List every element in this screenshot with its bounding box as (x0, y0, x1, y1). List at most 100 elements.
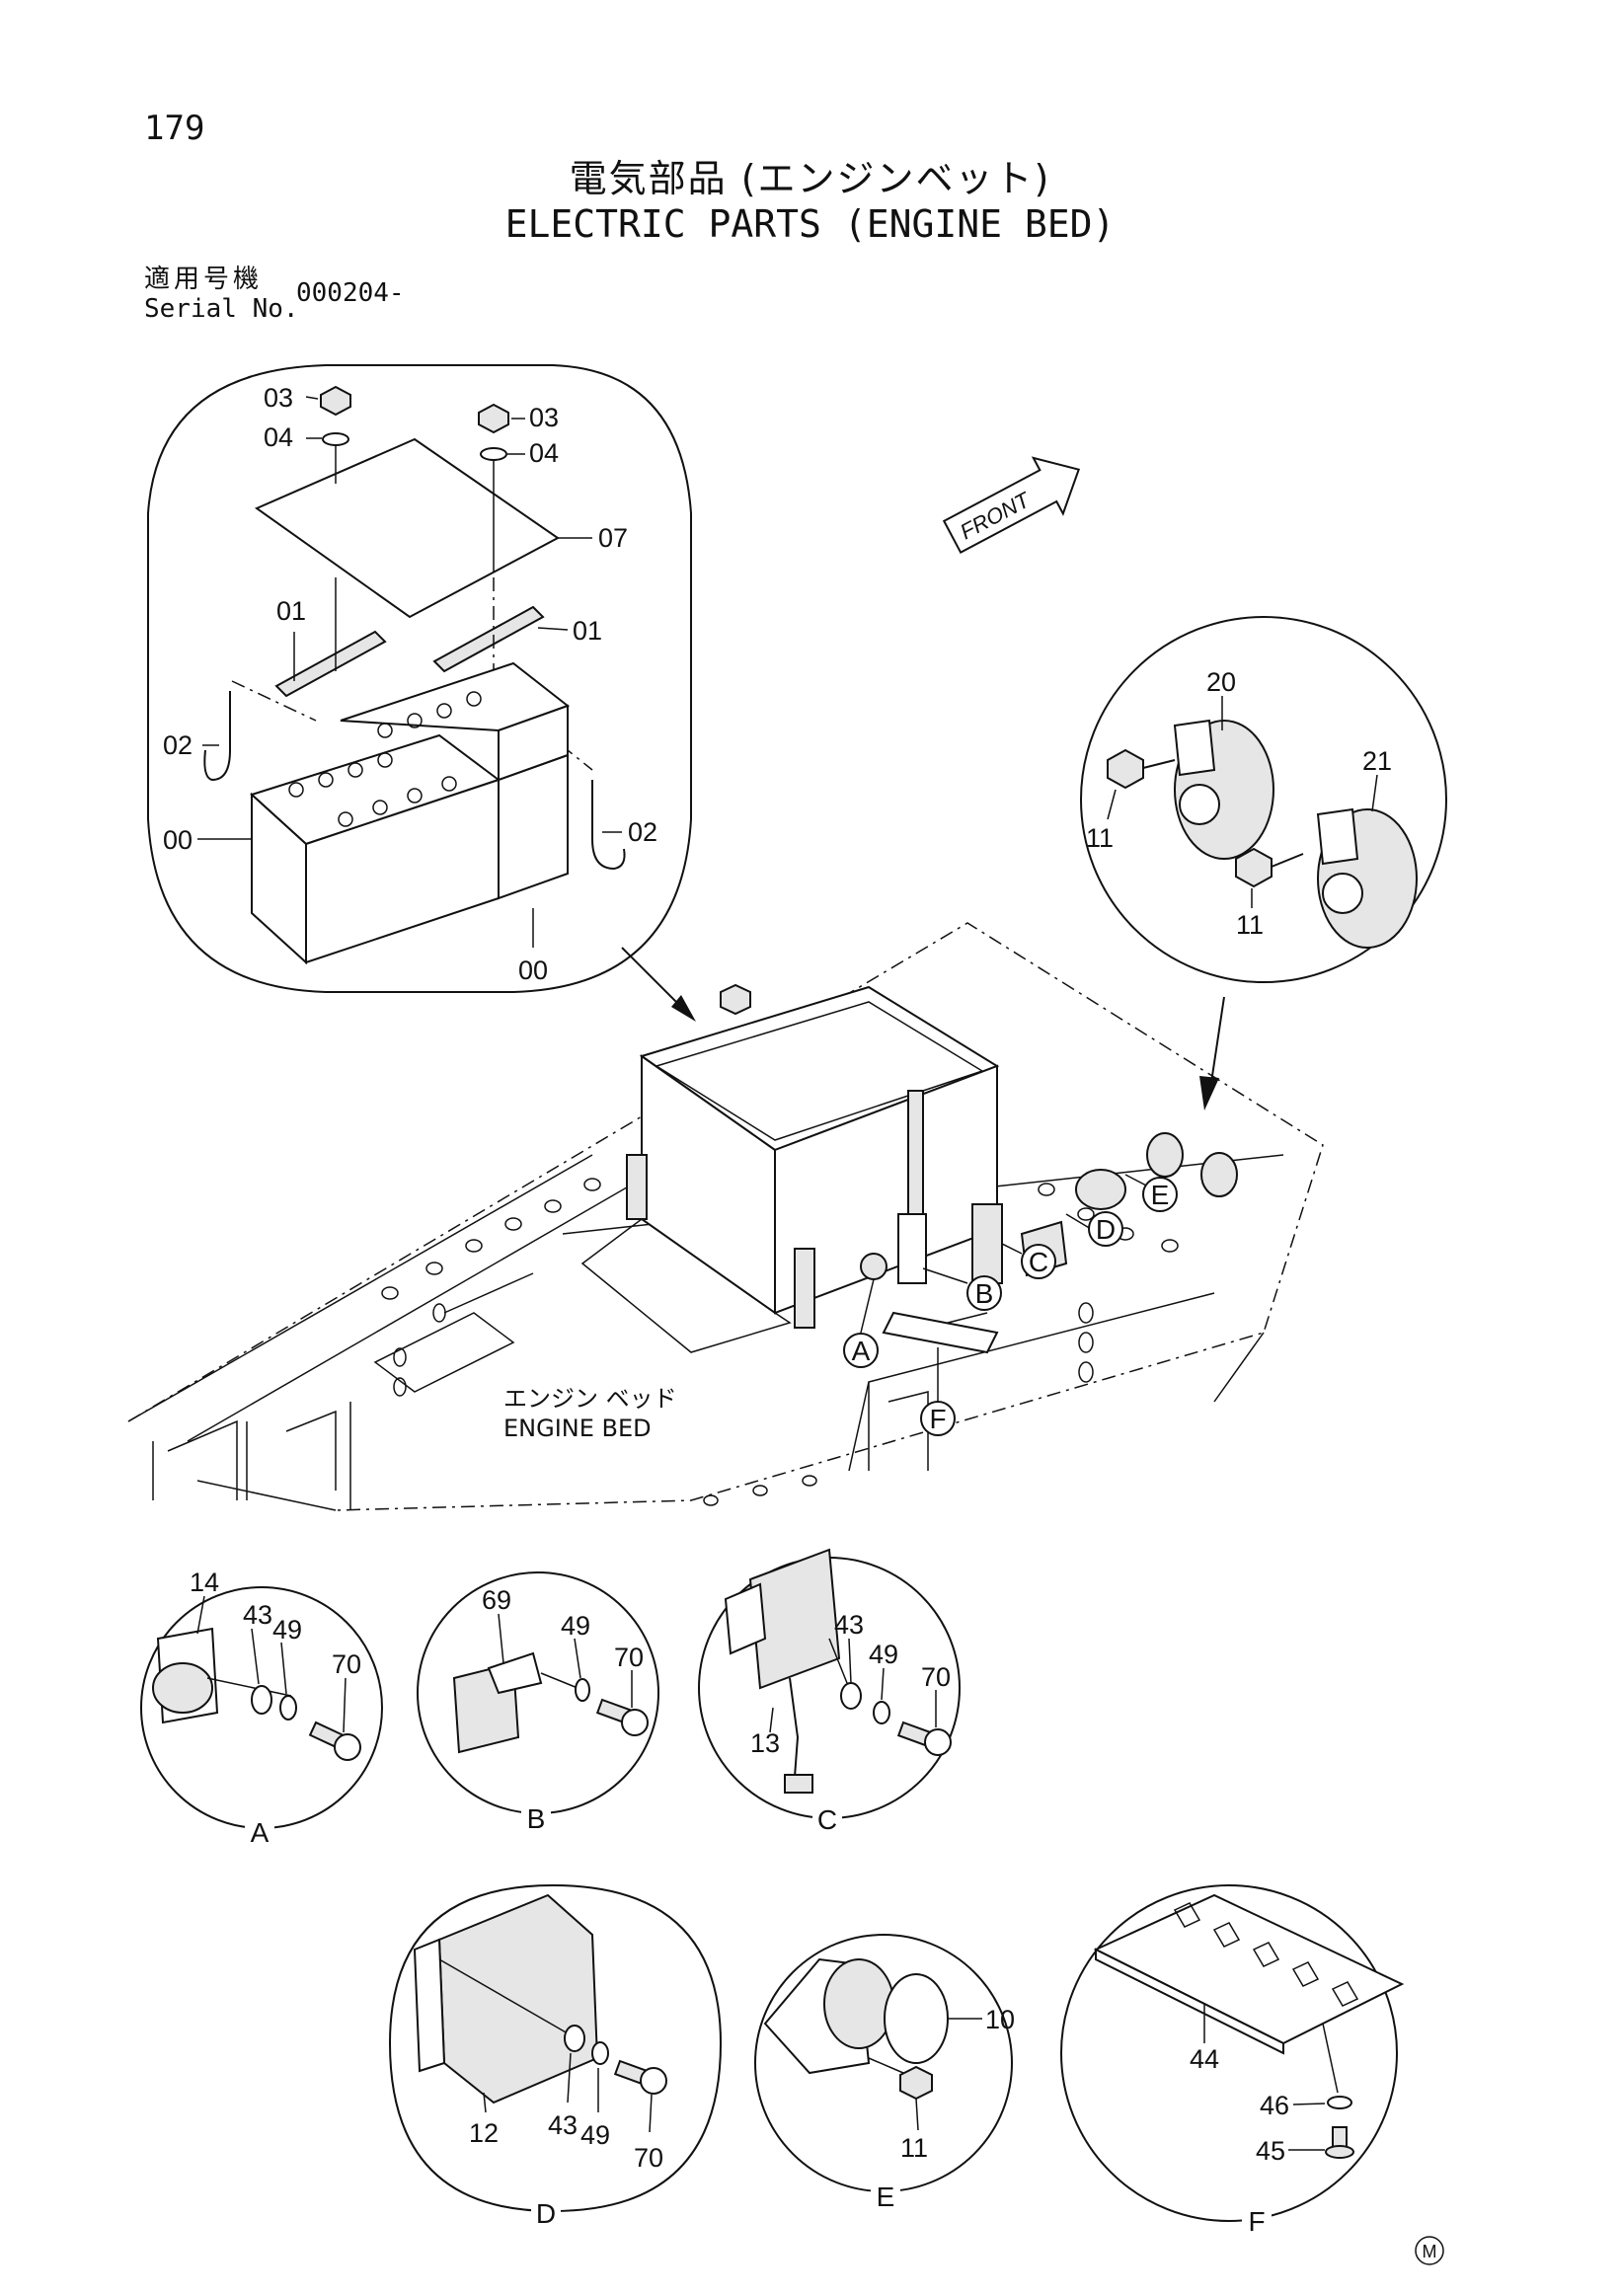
engine-bed-label-english: ENGINE BED (503, 1415, 652, 1442)
callout-label: B (975, 1278, 994, 1309)
part-label: 21 (1362, 746, 1392, 776)
part-label: 49 (561, 1611, 590, 1641)
part-label: 03 (264, 383, 293, 413)
callout-D (1088, 1211, 1123, 1247)
lockwasher-49 (575, 1678, 590, 1702)
washer-43 (564, 2025, 585, 2052)
part-label: 49 (272, 1615, 302, 1645)
detail-F-caption: F (1248, 2206, 1265, 2237)
hook-bolt-02-right (591, 780, 626, 871)
part-label: 49 (580, 2120, 610, 2150)
part-label: 10 (985, 2005, 1015, 2034)
callout-F (920, 1401, 956, 1436)
footer-mark: M (1423, 2242, 1437, 2261)
part-label: 04 (264, 422, 293, 452)
lockwasher-49 (279, 1695, 297, 1721)
part-label: 70 (921, 1662, 951, 1692)
part-label: 70 (332, 1649, 361, 1679)
detail-F: 44 46 45 F (1060, 1884, 1405, 2238)
part-label: 14 (190, 1568, 219, 1597)
washer-04-right (480, 447, 507, 461)
battery-cover-plate (254, 437, 560, 619)
fuse-plate-44 (1093, 1893, 1405, 2045)
part-label: 70 (634, 2143, 663, 2173)
washer-46 (1327, 2096, 1352, 2109)
callout-B (966, 1275, 1002, 1311)
battery-detail-outline (147, 364, 692, 993)
callout-label: C (1029, 1247, 1048, 1277)
callout-A (843, 1333, 879, 1368)
washer-43 (840, 1682, 862, 1710)
regulator-13 (748, 1548, 841, 1690)
part-label: 11 (1236, 910, 1264, 940)
footer-mark-circle (1415, 2236, 1444, 2265)
part-label: 49 (869, 1640, 898, 1669)
engine-bed-assembly: A B C D E F エンジン ベッド ENGINE BED (127, 922, 1324, 1511)
part-label: 11 (1086, 823, 1114, 853)
serial-number-value: 000204- (296, 278, 405, 308)
callout-label: E (1151, 1180, 1170, 1210)
part-label: 01 (573, 616, 602, 646)
lockwasher-49 (873, 1701, 890, 1724)
part-label: 00 (163, 825, 193, 855)
callout-C (1021, 1244, 1056, 1279)
front-direction-arrow: FRONT (942, 456, 1081, 555)
lockwasher-49 (591, 2041, 609, 2065)
detail-D: 12 43 49 70 D (388, 1883, 723, 2230)
detail-B-outline (417, 1571, 659, 1814)
part-label: 02 (163, 730, 193, 760)
nut-03-right (478, 403, 509, 434)
horn-detail: 20 21 11 11 (1080, 616, 1447, 1110)
part-label: 03 (529, 403, 559, 432)
callout-label: D (1096, 1214, 1116, 1245)
part-label: 43 (548, 2110, 578, 2140)
bolt-11-lower (1235, 847, 1273, 888)
battery-right (340, 661, 571, 900)
detail-E-caption: E (877, 2181, 895, 2212)
part-label: 11 (900, 2133, 928, 2163)
detail-B-caption: B (527, 1803, 546, 1834)
nut-03-left (320, 385, 351, 417)
bolt-11 (899, 2065, 933, 2101)
callout-label: A (852, 1336, 871, 1366)
rail-01-right (432, 605, 545, 673)
callout-E (1142, 1177, 1178, 1212)
part-label: 70 (614, 1643, 644, 1672)
horn-detail-outline (1080, 616, 1447, 983)
battery-detail: 03 04 03 04 07 01 01 02 02 00 00 (147, 364, 696, 1022)
washer-43 (251, 1685, 272, 1715)
part-label: 46 (1260, 2091, 1289, 2120)
detail-C: 43 49 70 13 C (698, 1548, 961, 1836)
detail-E: 10 11 E (754, 1934, 1015, 2213)
relay-E (1075, 1169, 1126, 1210)
part-label: 44 (1190, 2044, 1219, 2074)
part-label: 13 (750, 1728, 780, 1758)
detail-F-outline (1060, 1884, 1398, 2222)
horn-mounted-21 (1200, 1152, 1238, 1197)
switch-A (860, 1253, 887, 1280)
part-label: 69 (482, 1585, 511, 1615)
part-label: 43 (243, 1600, 272, 1630)
rail-01-left (274, 630, 387, 698)
part-label: 02 (628, 817, 657, 847)
part-label: 20 (1206, 667, 1236, 697)
battery-leader-arrowhead (671, 995, 696, 1022)
detail-D-caption: D (536, 2198, 556, 2229)
serial-label-japanese: 適用号機 (144, 265, 264, 294)
relay-12 (437, 1893, 599, 2105)
bolt-11-upper (1107, 748, 1144, 790)
horn-mounted-20 (1146, 1132, 1184, 1178)
hook-bolt-02-left (203, 691, 231, 782)
relay-10 (884, 1973, 949, 2064)
part-label: 07 (598, 523, 628, 553)
detail-A: 14 43 49 70 A (140, 1568, 383, 1848)
part-label: 01 (276, 596, 306, 626)
page-title-english: ELECTRIC PARTS (ENGINE BED) (504, 202, 1116, 246)
engine-bed-label-japanese: エンジン ベッド (503, 1385, 677, 1413)
detail-B: 69 49 70 B (417, 1571, 659, 1835)
relay-B (897, 1213, 927, 1284)
callout-label: F (929, 1404, 946, 1434)
part-label: 45 (1256, 2136, 1285, 2166)
page-number: 179 (144, 109, 205, 148)
